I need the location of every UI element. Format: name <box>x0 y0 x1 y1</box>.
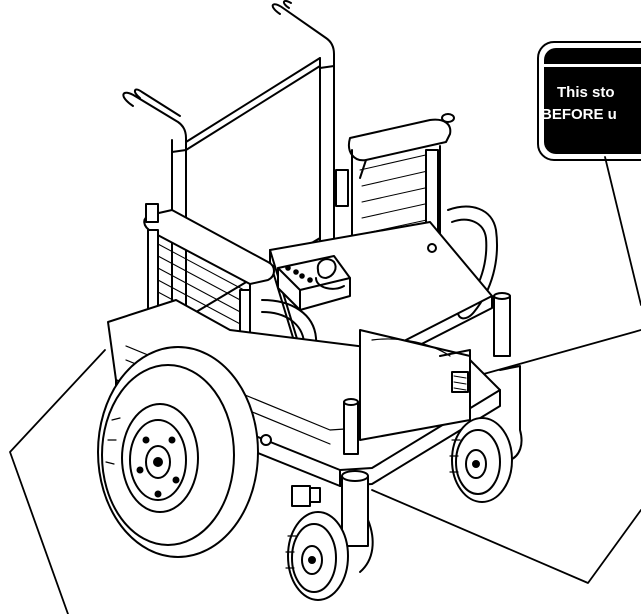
posts-hardware <box>145 113 455 507</box>
warning-label-line2: BEFORE u <box>541 106 617 123</box>
callout-lines <box>9 156 641 614</box>
drive-wheel <box>97 346 259 558</box>
warning-label-line1: This sto <box>557 84 615 101</box>
warning-label: This sto BEFORE u <box>537 41 641 161</box>
caster-wheel-front <box>285 470 374 601</box>
base-frame <box>107 299 501 487</box>
caster-wheel-rear <box>449 292 523 503</box>
joystick-controller <box>277 255 351 311</box>
